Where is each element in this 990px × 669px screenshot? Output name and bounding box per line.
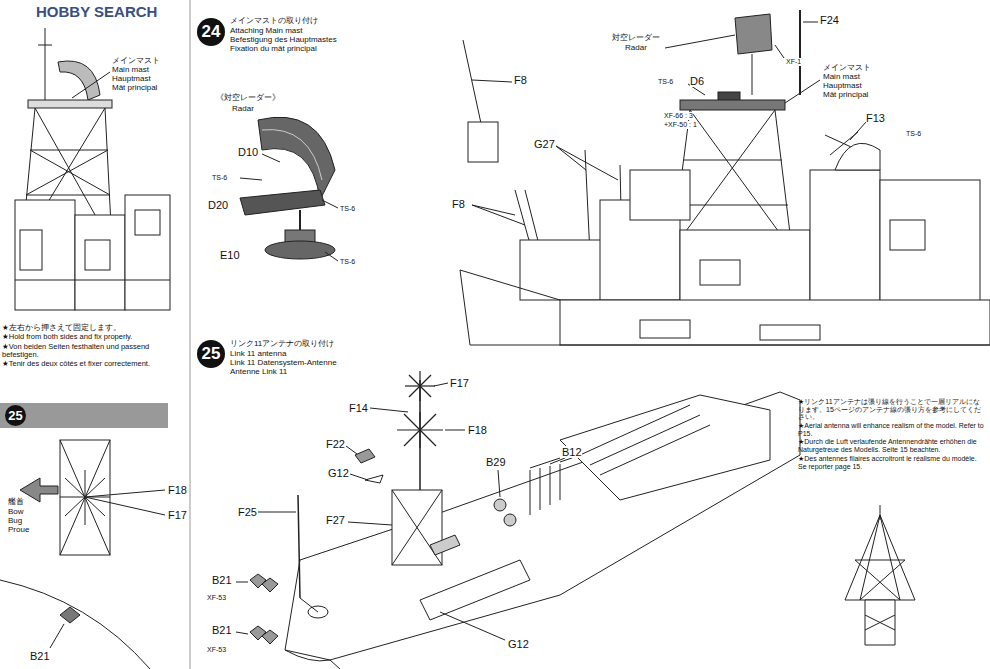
screw-code: TS-6 [340,205,355,213]
note-block: ★リンク11アンテナは張り線を行うことで一層リアルになります。15ページのアンテ… [798,398,986,471]
step-number-text: 24 [202,22,221,42]
callout-number: D20 [208,199,228,211]
watermark: HOBBY SEARCH [36,4,157,21]
step-number: 24 [197,18,225,46]
part-label: Hauptmast [112,75,151,84]
note: ★Des antennes filaires accroitront le ré… [798,455,986,470]
direction-label: Bug [8,517,22,526]
part-label: 対空レーダー [612,34,660,43]
paint-code: XF-53 [207,594,226,602]
callout-number: G12 [328,467,349,479]
step-title: Link 11 Datensystem-Antenne [230,359,337,368]
callout-number: F13 [866,112,885,124]
step-title: リンク11アンテナの取り付け [230,340,334,349]
callout-number: B12 [562,446,582,458]
callout-number: D10 [238,146,258,158]
part-label: Radar [625,44,647,53]
step-number-text: 25 [8,408,22,423]
step-title: Antenne Link 11 [230,368,287,377]
callout-number: F8 [514,74,527,86]
callout-number: F18 [168,484,187,496]
sub-title: 《対空レーダー》 [216,94,280,103]
note: ★リンク11アンテナは張り線を行うことで一層リアルになります。15ページのアンテ… [798,398,986,421]
part-label: Main mast [823,73,860,82]
paint-code: +XF-50 : 1 [664,121,697,129]
callout-number: F14 [349,402,368,414]
step-title: メインマストの取り付け [230,17,318,26]
step-title: Attaching Main mast [230,27,302,36]
screw-code: TS-6 [658,78,673,86]
paint-code: XF-66 : 3 [664,112,693,120]
callout-number: G12 [508,638,529,650]
direction-label: Bow [8,508,24,517]
part-label: メインマスト [823,64,871,73]
part-label: メインマスト [112,57,160,66]
part-label: Hauptmast [823,82,862,91]
step-number-text: 25 [202,344,221,364]
paint-code: XF-1 [786,58,801,66]
callout-number: B21 [212,574,232,586]
note: ★左右から押さえて固定します。 [2,324,186,332]
note: ★Durch die Luft verlaufende Antennendräh… [798,438,986,453]
callout-number: B29 [486,456,506,468]
callout-number: B21 [30,650,50,662]
callout-number: B21 [212,624,232,636]
note-block: ★左右から押さえて固定します。★Hold from both sides and… [2,324,186,369]
sub-title: Radar [232,105,254,114]
direction-label: 艦首 [8,498,24,507]
callout-number: F27 [326,514,345,526]
step-number: 25 [5,405,26,426]
callout-number: F24 [820,14,839,26]
callout-number: D6 [690,75,704,87]
callout-number: F22 [326,438,345,450]
note: ★Tenir des deux côtés et fixer correctem… [2,360,186,368]
callout-number: F17 [450,377,469,389]
step-number: 25 [197,340,225,368]
screw-code: TS-6 [906,130,921,138]
step-title: Befestigung des Hauptmastes [230,36,337,45]
callout-number: F25 [238,506,257,518]
callout-number: E10 [220,249,240,261]
screw-code: TS-6 [212,174,227,182]
step-title: Fixation du mât principal [230,45,317,54]
part-label: Mât principal [823,91,868,100]
note: ★Aerial antenna will enhance realism of … [798,422,986,437]
step-title: Link 11 antenna [230,350,286,359]
callout-number: F8 [452,198,465,210]
note: ★Hold from both sides and fix properly. [2,333,186,341]
paint-code: XF-53 [207,646,226,654]
part-label: Mât principal [112,84,157,93]
callout-number: F18 [468,424,487,436]
callout-number: F17 [168,509,187,521]
part-label: Main mast [112,66,149,75]
callout-number: G27 [534,138,555,150]
note: ★Von beiden Seiten festhalten und passen… [2,343,186,360]
screw-code: TS-6 [340,258,355,266]
direction-label: Proue [8,526,29,535]
